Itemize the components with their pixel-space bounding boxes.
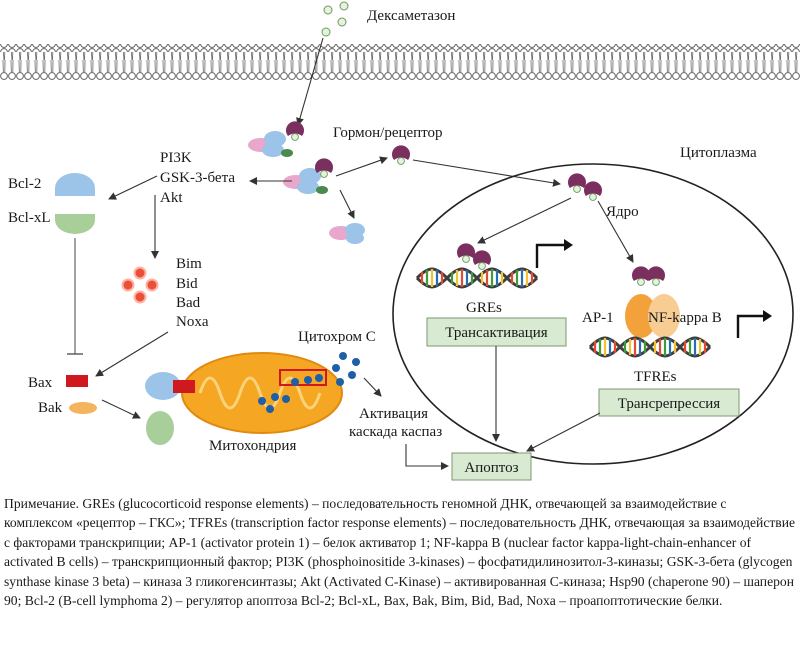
ap1-label: AP-1 — [582, 310, 614, 326]
bak-label: Bak — [38, 400, 63, 416]
tfres-label: TFREs — [634, 369, 677, 385]
transactivation-label: Трансактивация — [445, 325, 548, 341]
transactivation-box: Трансактивация — [426, 317, 567, 347]
gre-transcription-arrowhead — [564, 239, 573, 251]
bh3-proteins — [121, 266, 159, 304]
hr-on-gre-1 — [456, 242, 476, 263]
glucocorticoid-apoptosis-diagram: Дексаметазон Гормон/рецептор PI3K GSK-3-… — [0, 1, 800, 481]
apoptosis-label: Апоптоз — [464, 460, 518, 476]
receptor-complex-center — [283, 157, 334, 194]
tfre-transcription-start — [736, 314, 766, 338]
bcl2-protein — [55, 173, 95, 196]
figure-note: Примечание. GREs (glucocorticoid respons… — [4, 496, 796, 609]
bclxl-label: Bcl-xL — [8, 210, 51, 226]
bid-label: Bid — [176, 276, 198, 292]
gre-dna — [415, 267, 539, 289]
akt-label: Akt — [160, 190, 183, 206]
arrow-to-tfres — [597, 200, 634, 263]
receptor-complex-top — [248, 120, 305, 157]
hr-on-gre-2 — [472, 249, 492, 270]
arrow-bh3-to-bax — [95, 331, 169, 377]
released-chaperone-complex — [329, 223, 365, 244]
arrow-into-cytoplasm — [412, 159, 561, 187]
apoptosis-box: Апоптоз — [451, 452, 532, 481]
tfre-dna — [588, 336, 712, 358]
arrow-bak-to-mito — [101, 399, 141, 419]
bax-protein — [66, 375, 88, 387]
cytoplasm-label: Цитоплазма — [680, 145, 757, 161]
nucleus-membrane — [392, 163, 794, 465]
bim-label: Bim — [176, 256, 202, 272]
arrow-to-chaperones — [339, 189, 355, 219]
dexamethasone-arrow — [296, 37, 324, 126]
nucleus-label: Ядро — [606, 204, 639, 220]
gre-transcription-start — [535, 243, 567, 268]
gres-label: GREs — [466, 300, 502, 316]
arrow-to-free-hr — [335, 156, 388, 177]
hr-entering-1 — [567, 172, 587, 193]
arrow-transrepression-to-apoptosis — [526, 412, 601, 452]
dexamethasone-molecules — [321, 1, 349, 37]
transrepression-box: Трансрепрессия — [598, 388, 740, 417]
pi3k-label: PI3K — [160, 150, 192, 166]
arrow-to-gres — [477, 197, 572, 244]
transrepression-label: Трансрепрессия — [618, 396, 720, 412]
mitochondria-label: Митохондрия — [209, 438, 296, 454]
nfkb-label: NF-kappa B — [648, 310, 722, 326]
cytochrome-c-molecules — [332, 352, 360, 386]
mitochondria — [145, 352, 343, 445]
bax-label: Bax — [28, 375, 53, 391]
caspase-line2: каскада каспаз — [349, 424, 442, 440]
arrow-kinases-to-bcl — [108, 175, 158, 200]
hr-on-tfre-2 — [646, 265, 666, 286]
bcl2-label: Bcl-2 — [8, 176, 41, 192]
dexamethasone-label: Дексаметазон — [367, 8, 455, 24]
bclxl-protein — [55, 214, 95, 234]
arrow-caspase-to-apoptosis — [405, 444, 449, 470]
caspase-line1: Активация — [359, 406, 428, 422]
tfre-transcription-arrowhead — [763, 310, 772, 322]
hormone-receptor-free — [391, 144, 411, 165]
nfkb-protein — [648, 294, 680, 338]
ap1-protein — [625, 294, 657, 338]
bad-label: Bad — [176, 295, 201, 311]
cell-membrane — [0, 44, 800, 80]
noxa-label: Noxa — [176, 314, 209, 330]
hormone-receptor-label: Гормон/рецептор — [333, 125, 443, 141]
bak-protein — [69, 402, 97, 414]
gsk-label: GSK-3-бета — [160, 170, 235, 186]
cytochrome-c-label: Цитохром С — [298, 329, 376, 345]
arrow-cytc-to-caspase — [363, 377, 382, 397]
hr-entering-2 — [583, 180, 603, 201]
